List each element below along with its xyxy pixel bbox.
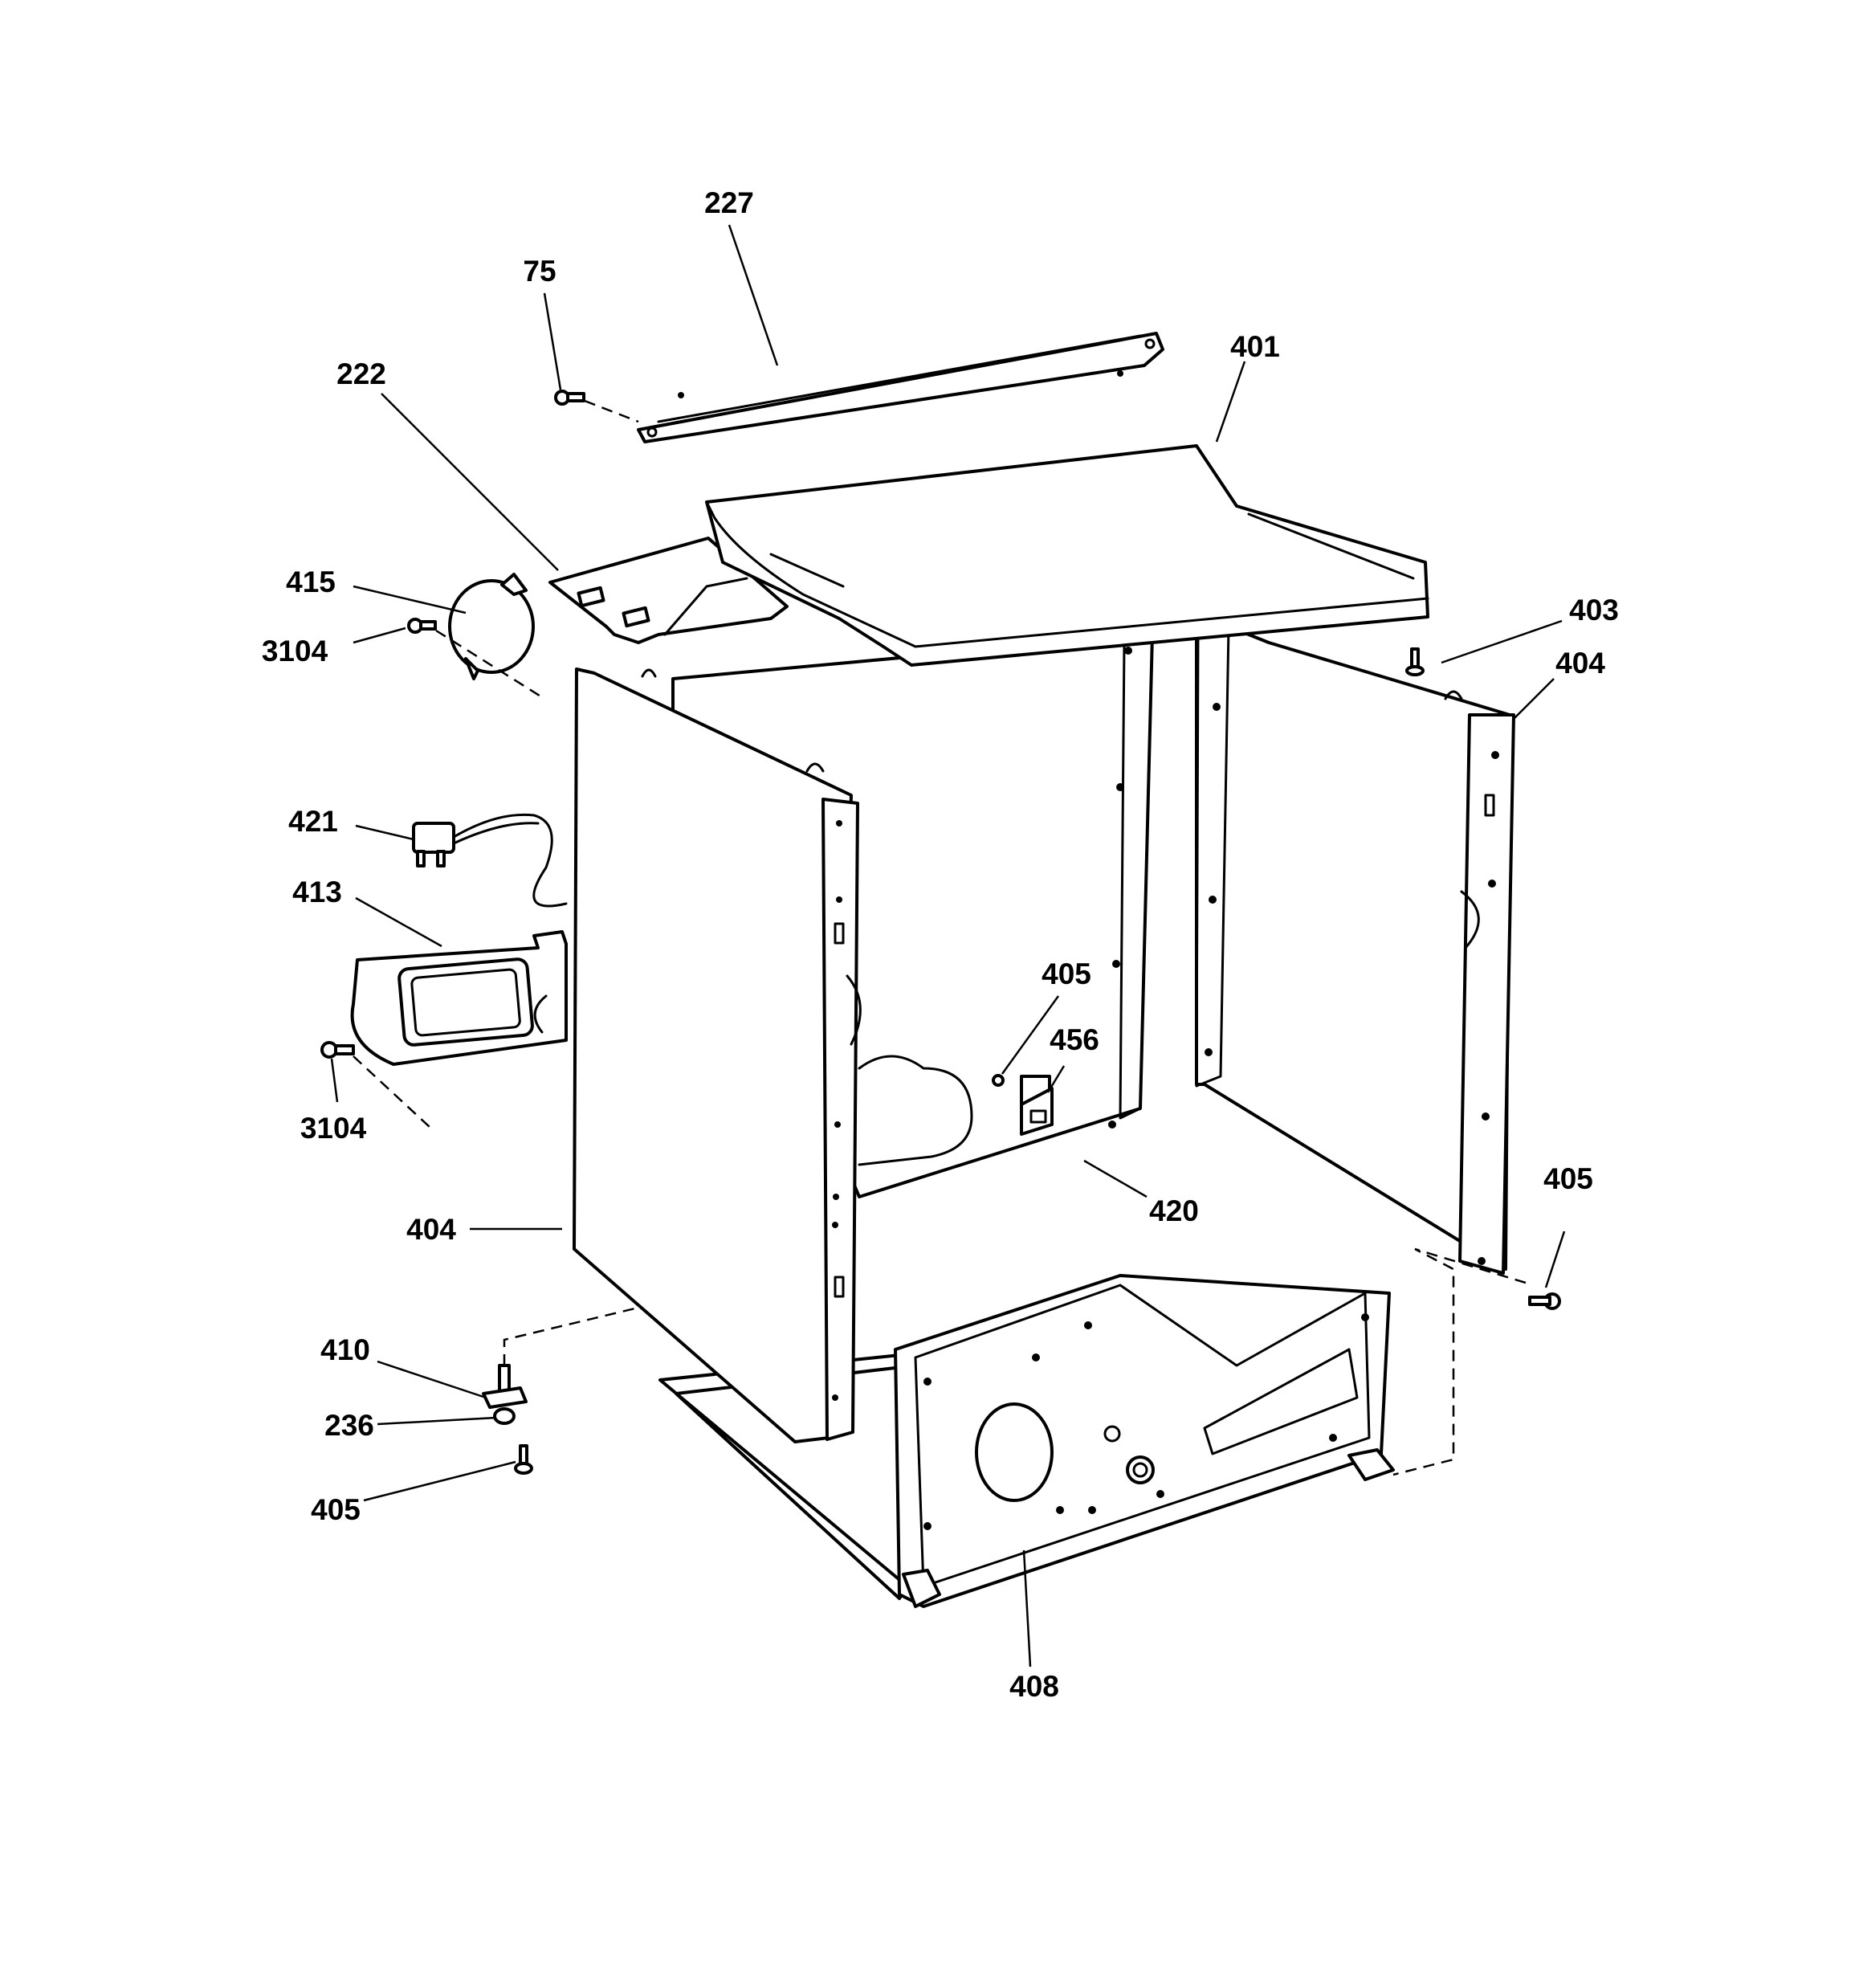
callout-404-left: 404 (406, 1213, 456, 1246)
callout-236: 236 (324, 1409, 374, 1442)
callout-420: 420 (1149, 1194, 1199, 1227)
callout-403: 403 (1569, 594, 1619, 627)
assembly-dashed-lines (353, 399, 1527, 1476)
callout-405-right: 405 (1543, 1162, 1593, 1195)
side-panel-right-part-404 (1195, 625, 1515, 1275)
side-panel-left-part-404 (573, 667, 862, 1443)
screw-part-75 (554, 390, 585, 406)
screw-part-405-bottom (514, 1444, 533, 1475)
base-frame-part-408 (658, 1274, 1395, 1608)
callout-401: 401 (1230, 330, 1280, 363)
screw-part-3104-bottom (320, 1041, 355, 1059)
top-strip-part-227 (637, 332, 1164, 443)
callout-75: 75 (523, 255, 556, 288)
leader-lines (330, 224, 1566, 1668)
callout-labels: 227 75 401 222 415 3104 403 404 421 413 … (262, 186, 1619, 1703)
round-cover-part-415 (448, 573, 535, 680)
callout-408: 408 (1009, 1670, 1059, 1703)
top-panel-part-401 (705, 444, 1429, 667)
callout-410: 410 (320, 1333, 370, 1366)
callout-405-center: 405 (1042, 957, 1091, 990)
callout-227: 227 (704, 186, 754, 219)
clip-part-456 (1020, 1087, 1054, 1136)
callout-415: 415 (286, 565, 336, 598)
callout-222: 222 (336, 357, 386, 390)
screw-part-3104-top (407, 618, 437, 634)
callout-413: 413 (292, 876, 342, 908)
screw-part-405-right (1528, 1292, 1561, 1310)
callout-421: 421 (288, 805, 338, 838)
leveling-leg-part-410 (482, 1364, 528, 1409)
callout-405-bottom: 405 (311, 1493, 361, 1526)
callout-456: 456 (1050, 1023, 1099, 1056)
callout-3104-bottom: 3104 (300, 1112, 367, 1145)
power-cord-part-421 (412, 813, 568, 908)
screw-part-403 (1405, 647, 1425, 676)
access-panel-part-413 (350, 930, 568, 1066)
screw-part-405-center (992, 1074, 1005, 1087)
callout-404-right: 404 (1555, 647, 1605, 680)
callout-3104-top: 3104 (262, 635, 328, 667)
leg-foot-part-236 (493, 1407, 516, 1425)
